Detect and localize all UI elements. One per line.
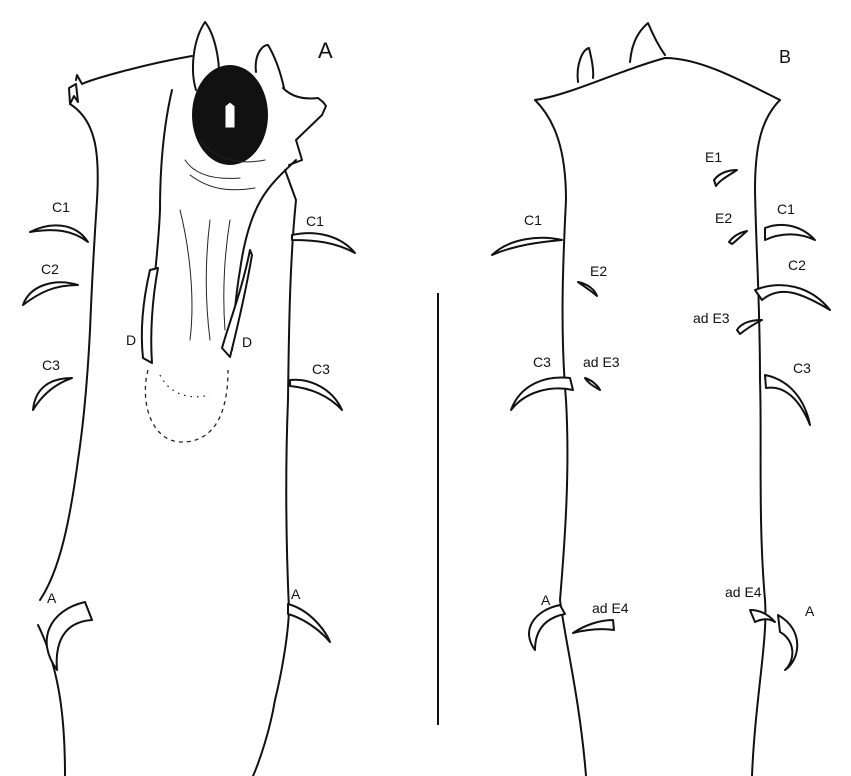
label-b-ad-e3-right: ad E3: [693, 310, 730, 326]
panel-a-body: [37, 55, 327, 776]
label-b-c1-left: C1: [524, 212, 542, 228]
label-a-c2-left: C2: [41, 261, 59, 277]
panel-a-hooks: [22, 224, 356, 671]
label-a-c3-right: C3: [312, 361, 330, 377]
label-b-ad-e3-left: ad E3: [583, 354, 620, 370]
panel-a-introvert: [144, 21, 297, 443]
label-b-c1-right: C1: [777, 201, 795, 217]
label-a-c3-left: C3: [42, 357, 60, 373]
label-a-a-left: A: [47, 590, 57, 606]
panel-label-b: B: [779, 47, 792, 67]
label-b-e1: E1: [705, 149, 723, 165]
label-b-a-left: A: [541, 592, 551, 608]
panel-label-a: A: [318, 38, 333, 63]
label-b-c3-left: C3: [533, 354, 551, 370]
label-b-ad-e4-left: ad E4: [592, 600, 629, 616]
panel-b-body: [534, 22, 781, 776]
label-b-a-right: A: [805, 603, 815, 619]
label-b-ad-e4-right: ad E4: [725, 584, 762, 600]
label-a-c1-left: C1: [52, 199, 70, 215]
label-a-c1-right: C1: [306, 213, 324, 229]
label-b-e2-right: E2: [715, 210, 733, 226]
panel-b-hooks: [491, 169, 831, 671]
label-a-d-right: D: [242, 334, 253, 350]
label-b-c2-right: C2: [788, 257, 806, 273]
label-a-a-right: A: [291, 586, 301, 602]
label-b-c3-right: C3: [793, 360, 811, 376]
label-b-e2-left: E2: [590, 263, 608, 279]
label-a-d-left: D: [126, 332, 137, 348]
